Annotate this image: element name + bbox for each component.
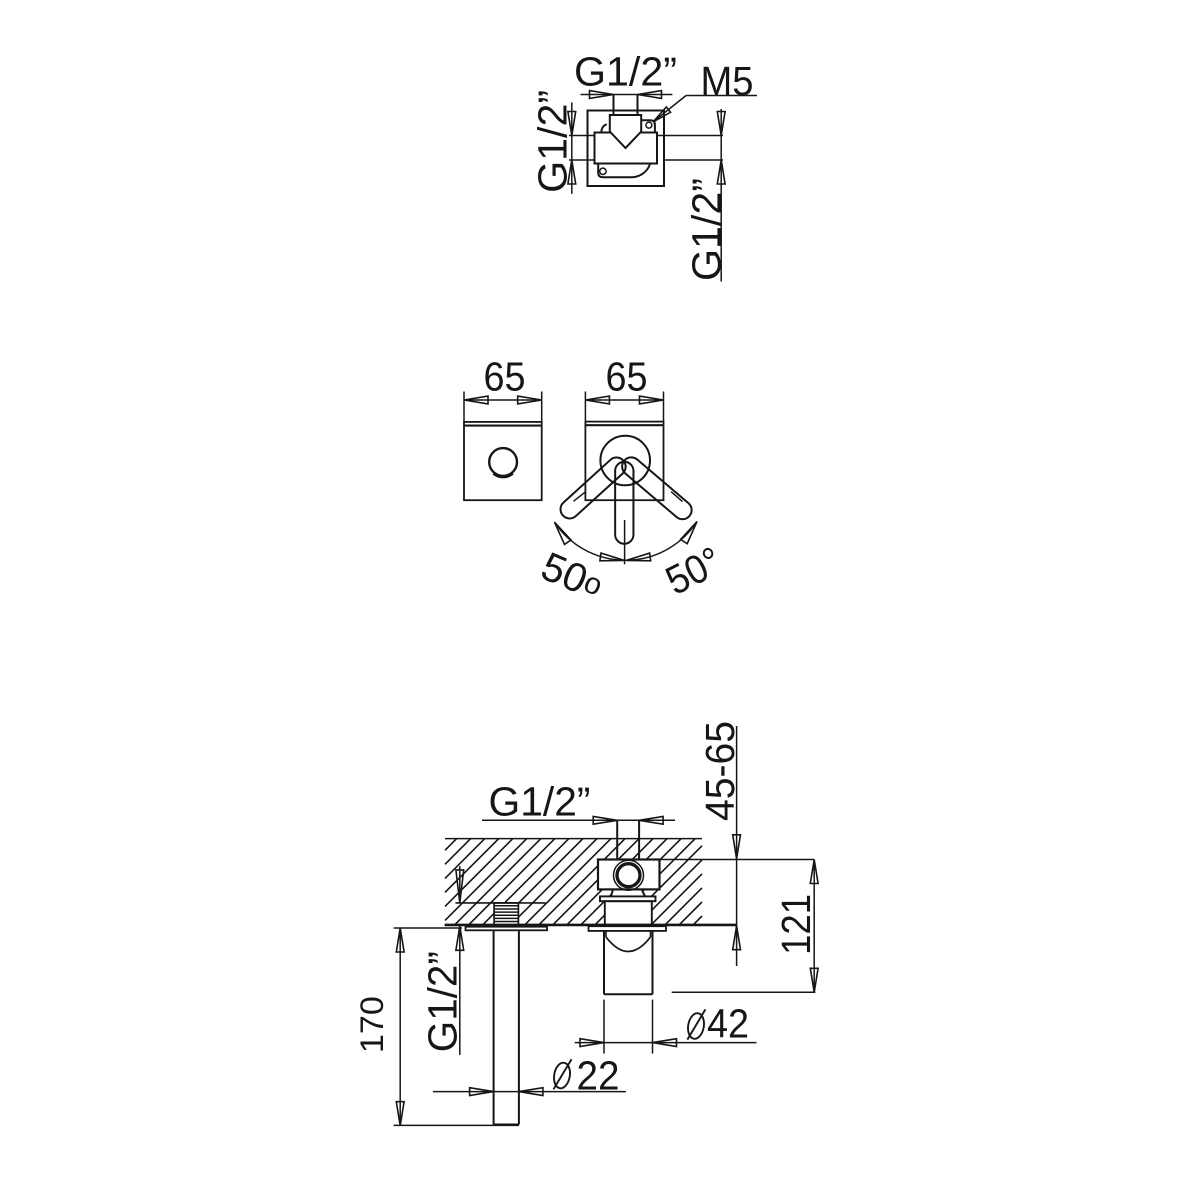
svg-text:50o: 50o <box>535 543 610 609</box>
svg-text:G1/2”: G1/2” <box>420 951 466 1052</box>
svg-text:G1/2”: G1/2” <box>530 90 576 193</box>
svg-text:G1/2”: G1/2” <box>489 779 591 825</box>
svg-text:42: 42 <box>707 1001 749 1047</box>
svg-text:170: 170 <box>354 996 390 1053</box>
svg-text:65: 65 <box>484 354 526 400</box>
svg-text:22: 22 <box>577 1053 620 1099</box>
svg-text:G1/2”: G1/2” <box>684 178 730 281</box>
svg-text:M5: M5 <box>701 58 754 104</box>
svg-text:121: 121 <box>773 894 819 955</box>
svg-text:65: 65 <box>606 354 648 400</box>
svg-text:50°: 50° <box>658 537 729 603</box>
svg-text:G1/2”: G1/2” <box>574 49 677 95</box>
svg-text:45-65: 45-65 <box>697 721 743 821</box>
